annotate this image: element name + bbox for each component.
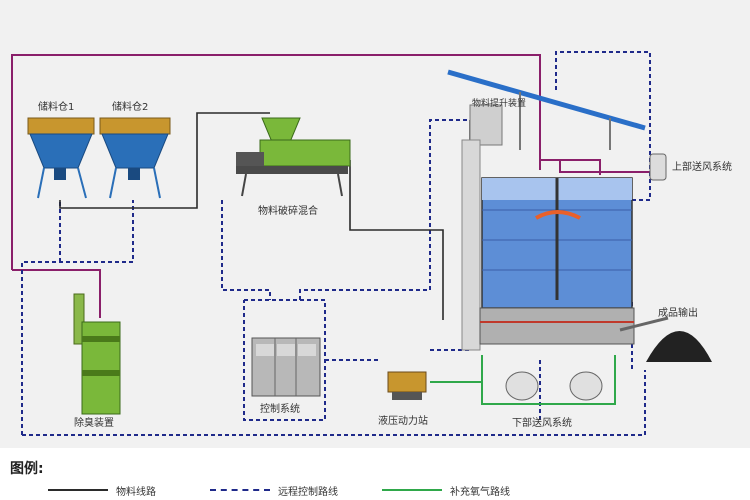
label-control: 控制系统	[260, 402, 300, 415]
air-duct-main	[11, 54, 541, 270]
deodorizer	[73, 293, 121, 415]
legend-item-material: 物料线路	[48, 482, 156, 498]
label-bin2: 储料仓2	[112, 100, 148, 113]
control-panel	[243, 299, 326, 421]
legend-swatch-control	[210, 489, 270, 491]
legend-title: 图例:	[10, 461, 44, 477]
material-mixer-out	[349, 160, 444, 320]
hydraulic-station	[387, 371, 427, 400]
legend-swatch-material	[48, 489, 108, 491]
material-bins	[59, 112, 270, 209]
legend-item-control: 远程控制路线	[210, 482, 338, 498]
reactor-tank	[479, 177, 635, 345]
mixer-crusher	[236, 117, 351, 197]
label-bottom-fan: 下部送风系统	[512, 416, 572, 429]
label-bin1: 储料仓1	[38, 100, 74, 113]
lifter-device	[447, 69, 646, 351]
process-diagram: 储料仓1 储料仓2 物料破碎混合 物料提升装置 上部送风系统	[11, 51, 732, 436]
label-top-fan: 上部送风系统	[672, 160, 732, 173]
label-lifter: 物料提升装置	[472, 97, 526, 109]
air-duct-lines	[11, 54, 660, 318]
storage-bin-1	[27, 117, 95, 199]
legend-swatch-oxygen	[382, 489, 442, 491]
legend-item-oxygen: 补充氧气路线	[382, 482, 510, 498]
top-fan	[649, 153, 667, 181]
control-bottom	[22, 370, 646, 436]
label-hydraulic: 液压动力站	[378, 414, 428, 427]
oxygen-lines	[430, 355, 616, 405]
control-loop-outer	[21, 200, 134, 435]
legend-label-oxygen: 补充氧气路线	[450, 486, 510, 498]
bottom-fans	[505, 371, 603, 401]
legend-label-material: 物料线路	[116, 486, 156, 498]
control-hyd	[299, 119, 470, 300]
label-output: 成品输出	[658, 306, 698, 319]
label-deodor: 除臭装置	[74, 416, 114, 429]
storage-bin-2	[99, 117, 171, 199]
output-heap	[619, 316, 712, 362]
air-duct-deodor	[12, 269, 101, 318]
legend: 图例: 物料线路 远程控制路线 补充氧气路线	[0, 448, 750, 500]
legend-label-control: 远程控制路线	[278, 486, 338, 498]
control-cabinet	[251, 337, 321, 397]
label-mixer: 物料破碎混合	[258, 204, 318, 217]
air-duct-top	[559, 160, 660, 173]
control-mixer	[221, 200, 271, 300]
